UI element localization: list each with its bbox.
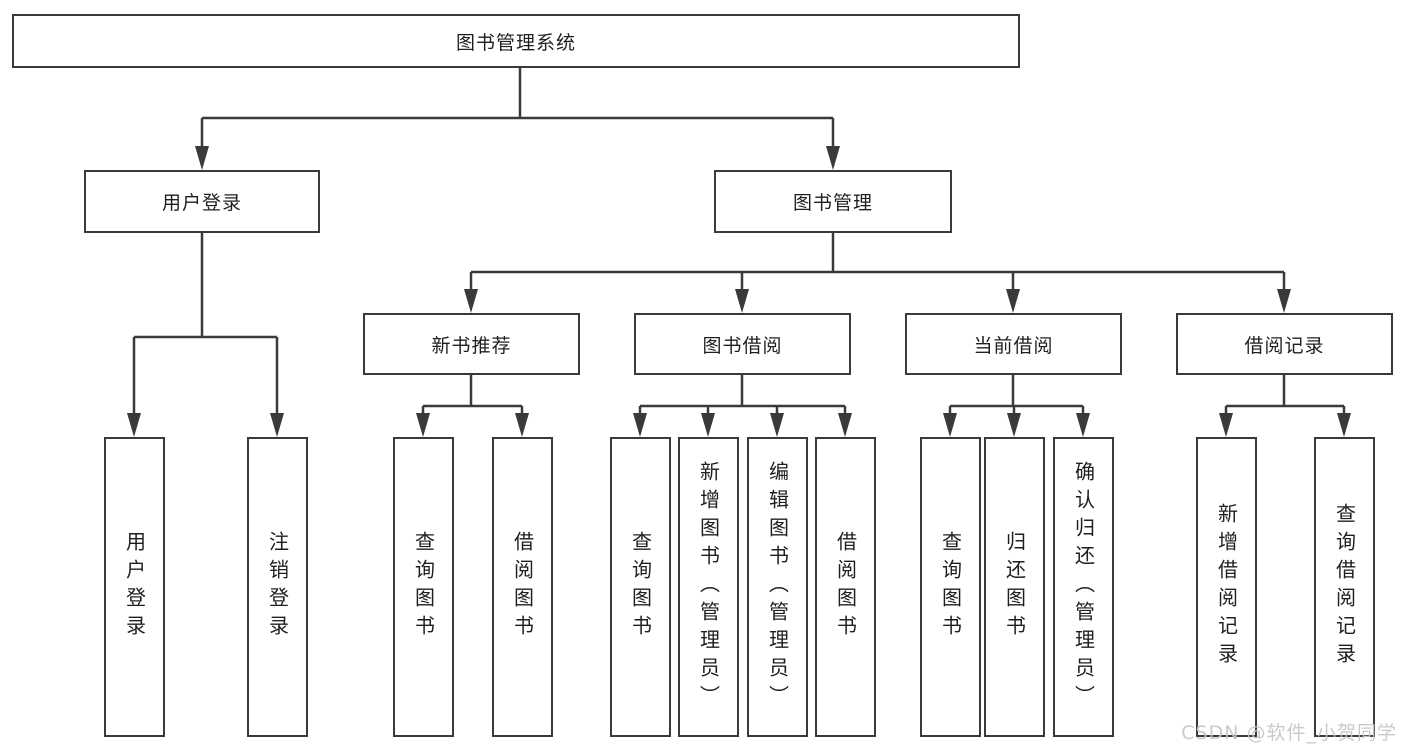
- leaf-query-books-current-label: 查询图书: [938, 531, 963, 643]
- leaf-borrow-books-recommend: 借阅图书: [492, 437, 553, 737]
- node-book-borrowing: 图书借阅: [634, 313, 851, 375]
- leaf-add-borrow-record-label: 新增借阅记录: [1214, 503, 1239, 671]
- leaf-query-borrow-record-label: 查询借阅记录: [1332, 503, 1357, 671]
- leaf-query-books-borrowing: 查询图书: [610, 437, 671, 737]
- node-current-borrowing-label: 当前借阅: [973, 334, 1054, 357]
- node-user-login-label: 用户登录: [161, 192, 242, 214]
- csdn-watermark: CSDN @软件_小贺同学: [1181, 722, 1397, 744]
- leaf-logout-label: 注销登录: [265, 531, 290, 643]
- leaf-query-borrow-record: 查询借阅记录: [1314, 437, 1375, 737]
- node-root-label: 图书管理系统: [455, 31, 576, 54]
- leaf-query-books-borrowing-label: 查询图书: [628, 531, 653, 643]
- edge-root-to-level2: [195, 68, 840, 170]
- leaf-add-books-admin: 新增图书（管理员）: [678, 437, 739, 737]
- node-current-borrowing: 当前借阅: [905, 313, 1122, 375]
- node-user-login: 用户登录: [84, 170, 320, 233]
- leaf-logout: 注销登录: [247, 437, 308, 737]
- leaf-user-login: 用户登录: [104, 437, 165, 737]
- node-book-borrowing-label: 图书借阅: [702, 334, 783, 357]
- node-borrowing-records: 借阅记录: [1176, 313, 1393, 375]
- leaf-borrow-books-borrowing-label: 借阅图书: [833, 531, 858, 643]
- leaf-confirm-return-admin: 确认归还（管理员）: [1053, 437, 1114, 737]
- node-new-book-recommend: 新书推荐: [363, 313, 580, 375]
- leaf-confirm-return-admin-label: 确认归还（管理员）: [1071, 461, 1096, 713]
- node-book-management: 图书管理: [714, 170, 952, 233]
- edge-borrowing-records-children: [1219, 375, 1351, 437]
- leaf-borrow-books-borrowing: 借阅图书: [815, 437, 876, 737]
- node-book-management-label: 图书管理: [792, 192, 873, 214]
- leaf-borrow-books-recommend-label: 借阅图书: [510, 531, 535, 643]
- leaf-add-books-admin-label: 新增图书（管理员）: [696, 461, 721, 713]
- leaf-query-books-recommend-label: 查询图书: [411, 531, 436, 643]
- edge-book-borrowing-children: [633, 375, 852, 437]
- node-borrowing-records-label: 借阅记录: [1244, 334, 1325, 357]
- edge-new-book-recommend-children: [416, 375, 529, 437]
- leaf-edit-books-admin: 编辑图书（管理员）: [747, 437, 808, 737]
- leaf-query-books-current: 查询图书: [920, 437, 981, 737]
- node-new-book-recommend-label: 新书推荐: [431, 334, 512, 357]
- leaf-return-books: 归还图书: [984, 437, 1045, 737]
- leaf-edit-books-admin-label: 编辑图书（管理员）: [765, 461, 790, 713]
- leaf-query-books-recommend: 查询图书: [393, 437, 454, 737]
- leaf-user-login-label: 用户登录: [122, 531, 147, 643]
- node-root: 图书管理系统: [12, 14, 1020, 68]
- leaf-return-books-label: 归还图书: [1002, 531, 1027, 643]
- edge-user-login-children: [127, 233, 284, 437]
- edge-current-borrowing-children: [943, 375, 1090, 437]
- leaf-add-borrow-record: 新增借阅记录: [1196, 437, 1257, 737]
- edge-book-management-children: [464, 233, 1291, 313]
